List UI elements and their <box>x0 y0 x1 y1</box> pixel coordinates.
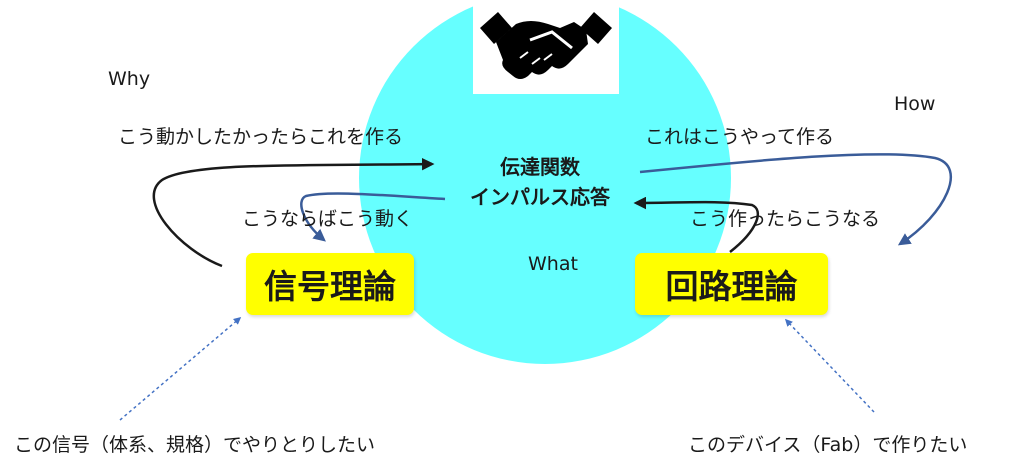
circuit-theory-label: 回路理論 <box>665 267 798 306</box>
arrow-circuit-to-center <box>633 196 760 253</box>
signal-theory-label: 信号理論 <box>264 267 396 306</box>
how-label: How <box>894 93 936 115</box>
arrow-bottom-left <box>119 317 242 421</box>
handshake-icon <box>473 0 619 94</box>
becomes-if-made-label: こう作ったらこうなる <box>690 208 881 230</box>
arrow-center-to-signal <box>300 192 446 242</box>
center-title-line2: インパルス応答 <box>470 185 610 209</box>
circuit-theory-box: 回路理論 <box>635 253 828 315</box>
signal-theory-box: 信号理論 <box>246 253 414 315</box>
bottom-left-label: この信号（体系、規格）でやりとりしたい <box>14 434 376 456</box>
moves-if-label: こうならばこう動く <box>242 208 414 230</box>
bottom-right-label: このデバイス（Fab）で作りたい <box>688 434 968 456</box>
arrow-how-to-circuit <box>639 153 953 246</box>
why-label: Why <box>108 68 151 90</box>
center-title-line1: 伝達関数 <box>500 155 580 179</box>
arrow-why-to-center <box>152 157 435 268</box>
center-title: 伝達関数 インパルス応答 <box>440 152 640 212</box>
make-if-move-label: こう動かしたかったらこれを作る <box>118 126 404 148</box>
made-like-this-label: これはこうやって作る <box>645 126 835 148</box>
arrow-bottom-right <box>784 318 875 413</box>
what-label: What <box>528 253 578 275</box>
